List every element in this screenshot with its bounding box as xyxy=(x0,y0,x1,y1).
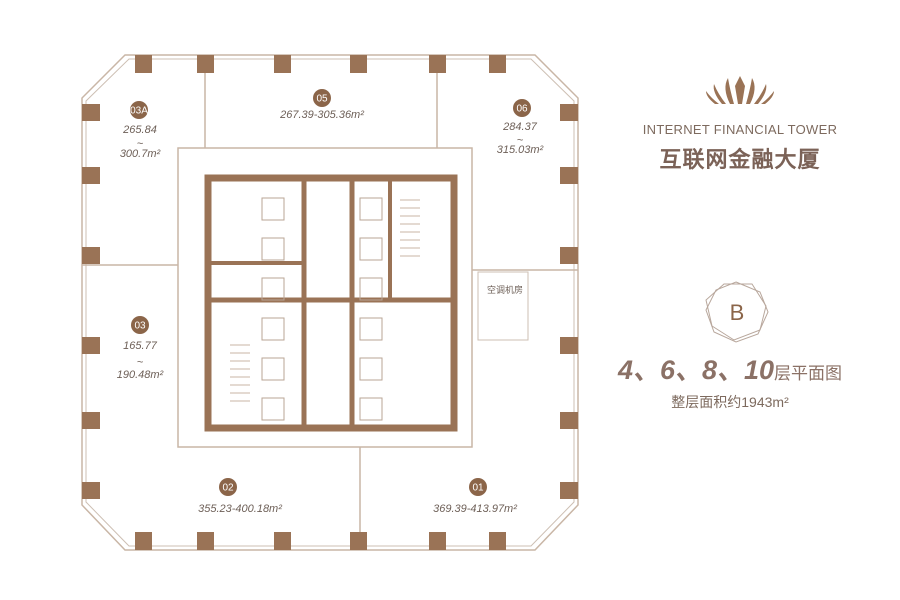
unit-badge xyxy=(131,316,149,334)
elevator xyxy=(261,357,285,381)
column xyxy=(82,412,100,429)
elevator xyxy=(359,197,383,221)
unit-05: 05 267.39-305.36m² xyxy=(279,89,364,121)
unit-area-to: 300.7m² xyxy=(120,148,161,160)
unit-badge xyxy=(219,478,237,496)
column xyxy=(560,412,578,429)
column xyxy=(274,532,291,550)
column xyxy=(135,532,152,550)
column xyxy=(82,482,100,499)
unit-id: 02 xyxy=(222,483,234,494)
elevator xyxy=(261,277,285,301)
unit-badge xyxy=(513,99,531,117)
column xyxy=(560,104,578,121)
ac-room xyxy=(477,271,529,341)
floor-plan-walls xyxy=(81,54,579,551)
unit-03: 03 165.77 ~190.48m² xyxy=(117,316,164,381)
unit-03a: 03A 265.84 ~300.7m² xyxy=(120,101,161,160)
floors-title: 4、6、8、10层平面图 xyxy=(600,348,860,387)
outer-boundary xyxy=(81,54,579,551)
elevator xyxy=(359,277,383,301)
elevator xyxy=(261,317,285,341)
column xyxy=(560,482,578,499)
column xyxy=(560,167,578,184)
unit-area-from: 265.84 xyxy=(122,124,157,136)
unit-area-from: 284.37 xyxy=(502,121,538,133)
unit-area-sep: ~ xyxy=(137,357,144,369)
brand-name-en: INTERNET FINANCIAL TOWER xyxy=(642,122,838,137)
column xyxy=(135,55,152,73)
unit-badge xyxy=(469,478,487,496)
unit-area-sep: ~ xyxy=(517,135,524,147)
floor-numbers: 4、6、8、10 xyxy=(617,355,775,385)
column xyxy=(274,55,291,73)
column xyxy=(429,532,446,550)
unit-02: 02 355.23-400.18m² xyxy=(198,478,282,515)
unit-area-from: 165.77 xyxy=(123,340,158,352)
unit-area-to: 315.03m² xyxy=(497,144,544,156)
building-letter: B xyxy=(730,300,745,325)
columns xyxy=(82,55,578,550)
elevator xyxy=(359,237,383,261)
elevator xyxy=(261,237,285,261)
unit-id: 03 xyxy=(134,321,146,332)
unit-id: 01 xyxy=(472,483,484,494)
elevator xyxy=(359,357,383,381)
core xyxy=(204,174,458,432)
column xyxy=(197,532,214,550)
unit-id: 03A xyxy=(130,106,148,117)
column xyxy=(82,247,100,264)
unit-area: 355.23-400.18m² xyxy=(198,503,282,515)
unit-id: 05 xyxy=(316,94,328,105)
elevator xyxy=(261,197,285,221)
column xyxy=(82,167,100,184)
elevator xyxy=(261,397,285,421)
building-badge: B xyxy=(705,281,769,343)
unit-06: 06 284.37 ~315.03m² xyxy=(497,99,544,156)
column xyxy=(560,337,578,354)
unit-badge xyxy=(313,89,331,107)
unit-id: 06 xyxy=(516,104,528,115)
unit-area-to: 190.48m² xyxy=(117,369,164,381)
total-area: 整层面积约1943m² xyxy=(671,394,789,410)
column xyxy=(350,55,367,73)
column xyxy=(82,337,100,354)
column xyxy=(429,55,446,73)
ac-room-label: 空调机房 xyxy=(487,284,523,295)
unit-badge xyxy=(130,101,148,119)
column xyxy=(82,104,100,121)
unit-area-sep: ~ xyxy=(137,138,144,150)
elevator xyxy=(359,317,383,341)
column xyxy=(350,532,367,550)
brand-logo-icon xyxy=(706,76,774,104)
elevators xyxy=(230,197,420,421)
unit-area: 267.39-305.36m² xyxy=(279,109,364,121)
corridor xyxy=(177,147,473,448)
column xyxy=(197,55,214,73)
brand-name-cn: 互联网金融大厦 xyxy=(659,147,821,172)
column xyxy=(560,247,578,264)
unit-01: 01 369.39-413.97m² xyxy=(433,478,517,515)
floors-title-suffix: 层平面图 xyxy=(774,364,843,383)
column xyxy=(489,532,506,550)
column xyxy=(489,55,506,73)
elevator xyxy=(359,397,383,421)
unit-area: 369.39-413.97m² xyxy=(433,503,517,515)
